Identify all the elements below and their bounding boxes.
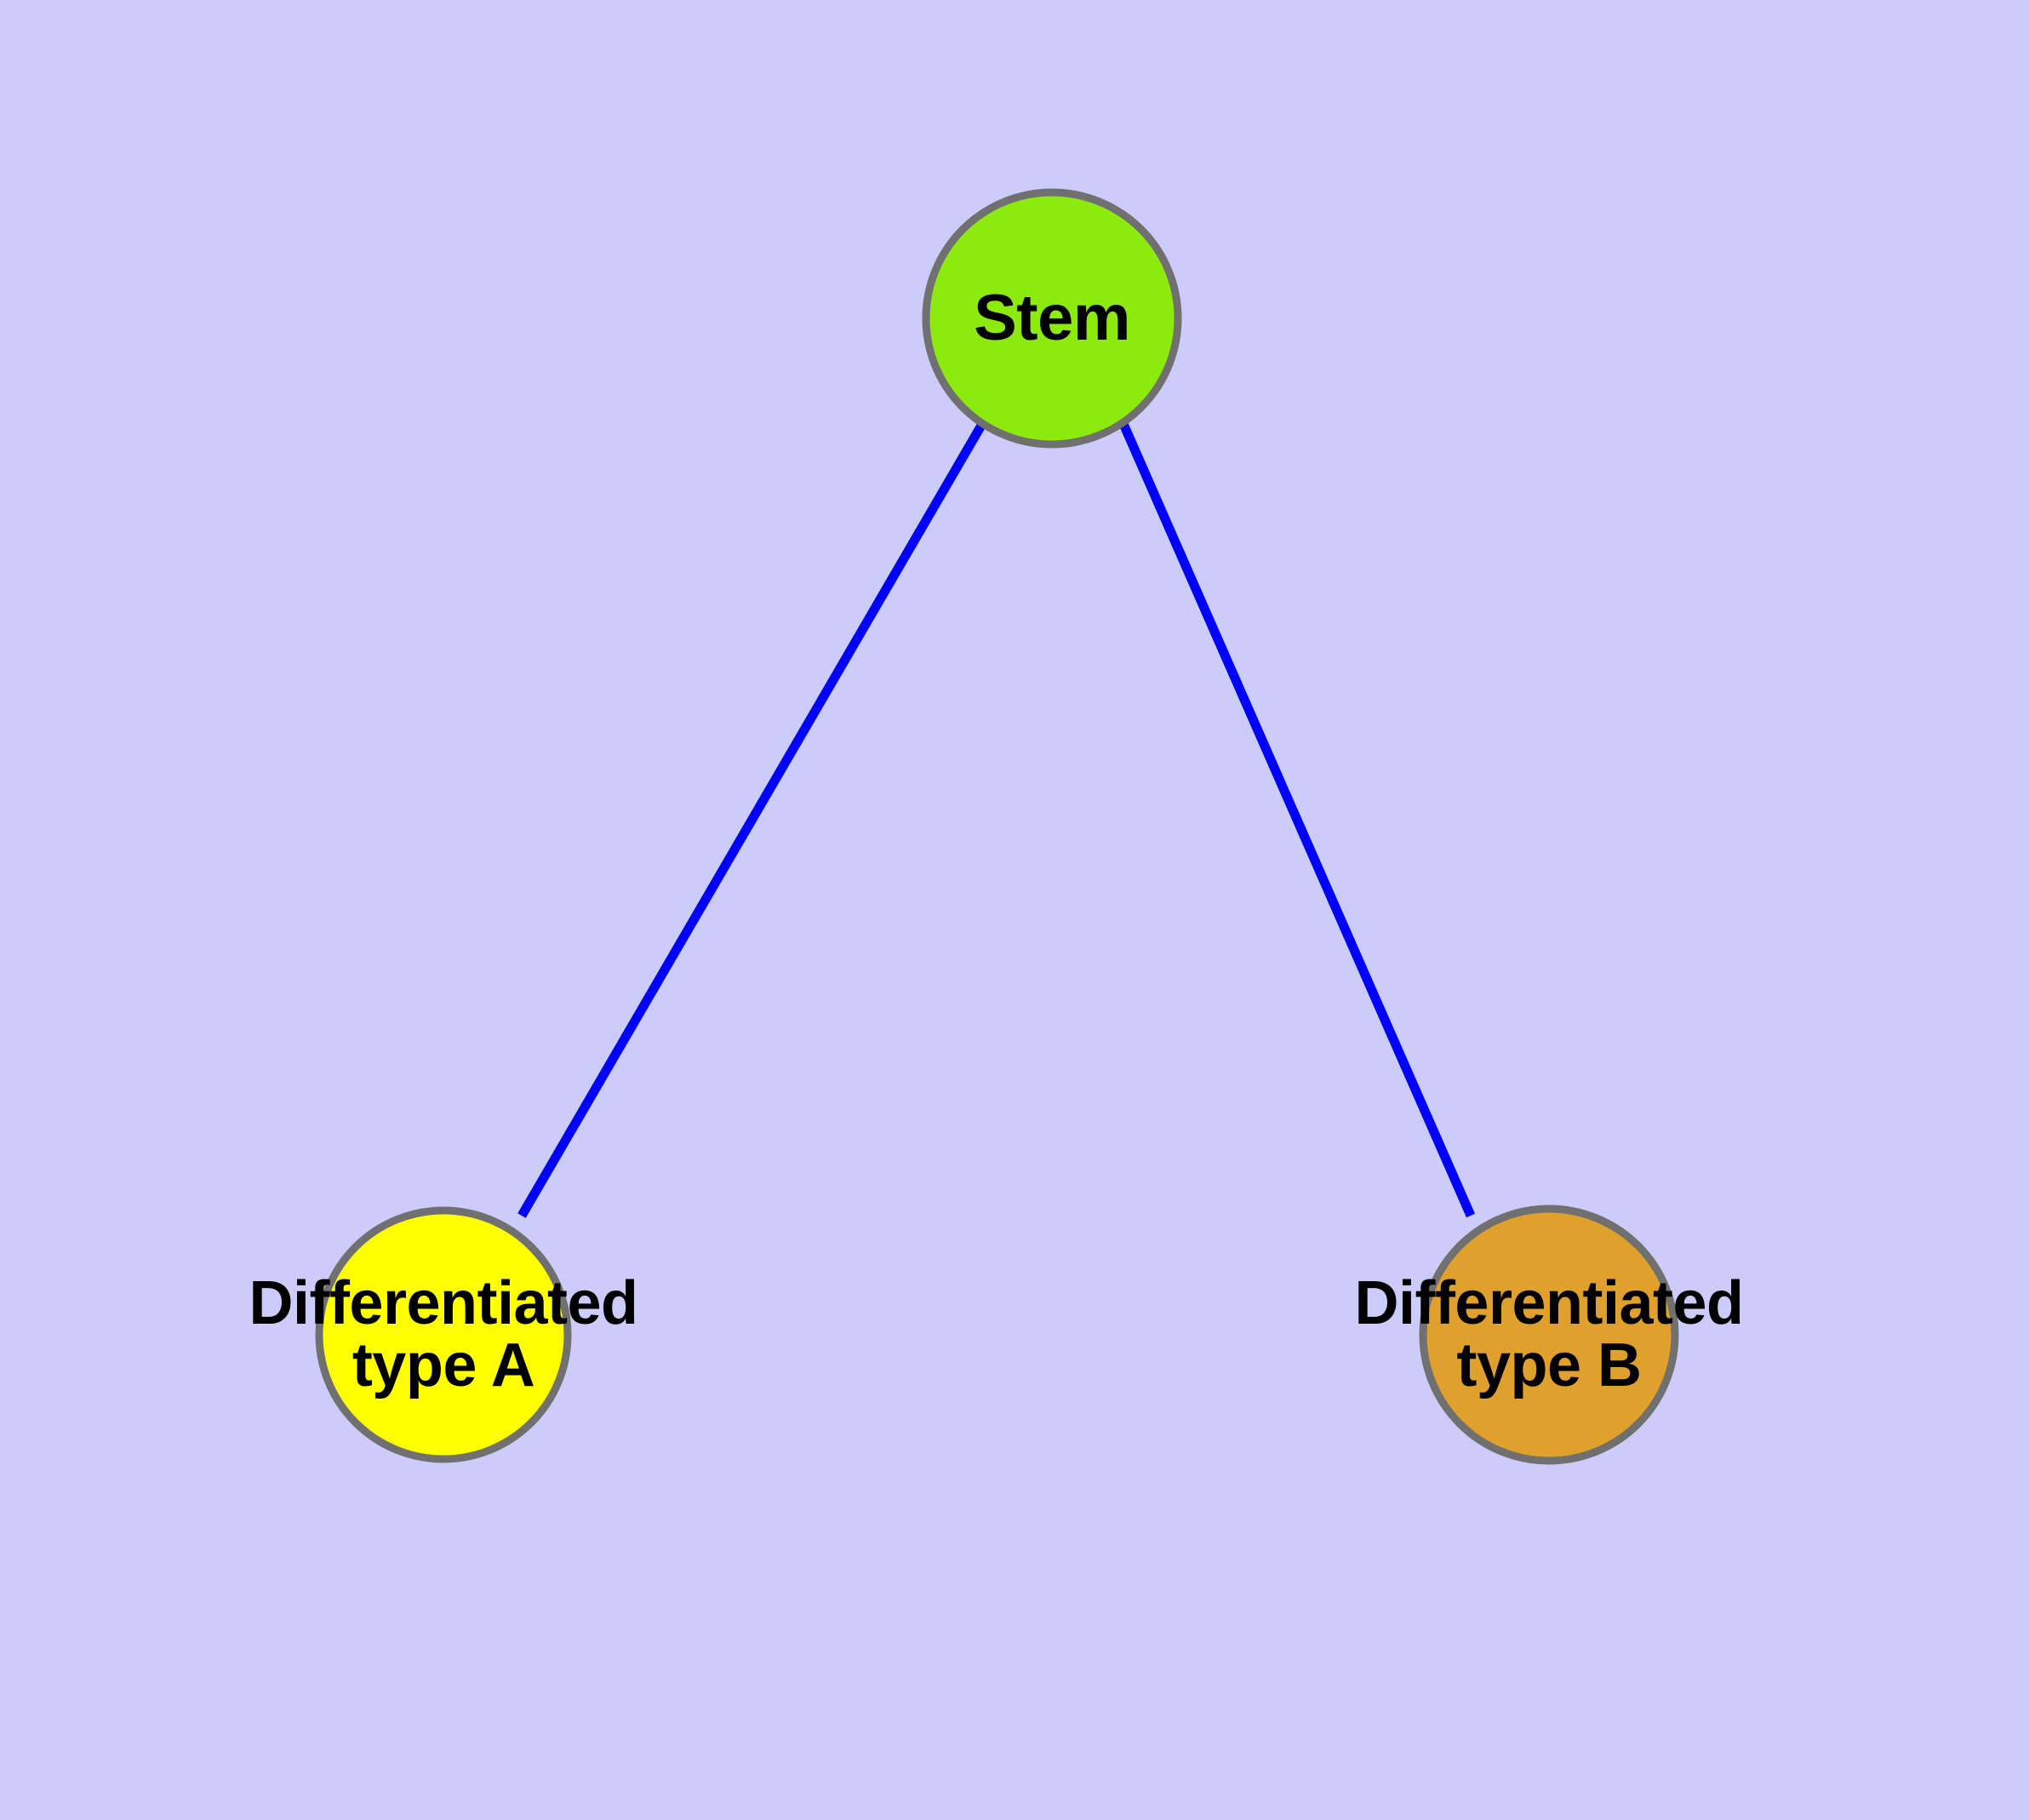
node-differentiated-type-b[interactable] (1419, 1205, 1679, 1465)
node-layer (315, 188, 1679, 1465)
node-differentiated-type-a[interactable] (315, 1206, 572, 1463)
edge-layer (517, 421, 1476, 1218)
edge-stem-to-differentiated-type-b[interactable] (1118, 421, 1476, 1218)
edge-stem-to-differentiated-type-a[interactable] (517, 421, 986, 1218)
node-stem[interactable] (922, 188, 1182, 449)
